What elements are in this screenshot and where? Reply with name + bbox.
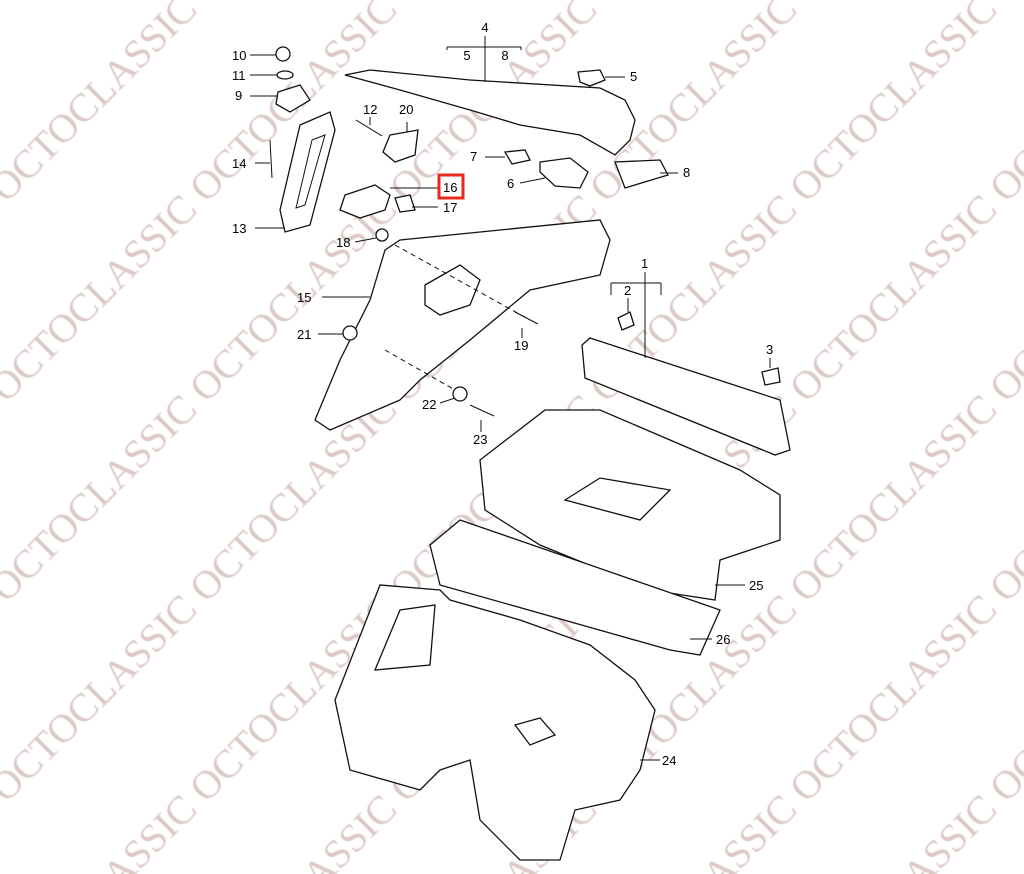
label-2[interactable]: 2 xyxy=(624,283,631,298)
label-13[interactable]: 13 xyxy=(232,221,246,236)
label-10[interactable]: 10 xyxy=(232,48,246,63)
part-19-screw xyxy=(514,311,539,325)
label-5[interactable]: 5 xyxy=(630,69,637,84)
part-7-clip xyxy=(503,149,531,165)
parts-drawing xyxy=(269,46,791,861)
part-labels: 4 5 8 5 7 6 8 10 11 9 12 20 14 13 16 17 … xyxy=(232,20,773,768)
label-15[interactable]: 15 xyxy=(297,290,311,305)
label-21[interactable]: 21 xyxy=(297,327,311,342)
part-16-trim-piece xyxy=(339,184,391,219)
label-11[interactable]: 11 xyxy=(232,68,246,83)
part-20-bracket xyxy=(382,129,419,163)
part-23-screw xyxy=(469,404,495,417)
label-23[interactable]: 23 xyxy=(473,432,487,447)
label-9[interactable]: 9 xyxy=(235,88,242,103)
part-3-clip xyxy=(761,367,781,386)
part-17-clip xyxy=(394,194,416,213)
part-15-side-trim xyxy=(314,219,611,431)
part-1-rear-panel xyxy=(581,337,791,456)
part-9-bracket xyxy=(275,84,311,113)
label-4[interactable]: 4 xyxy=(481,20,488,35)
label-19[interactable]: 19 xyxy=(514,338,528,353)
label-17[interactable]: 17 xyxy=(443,200,457,215)
part-13-pillar-trim xyxy=(279,111,336,233)
label-6[interactable]: 6 xyxy=(507,176,514,191)
label-25[interactable]: 25 xyxy=(749,578,763,593)
part-21-clip xyxy=(342,325,358,341)
label-24[interactable]: 24 xyxy=(662,753,676,768)
label-7[interactable]: 7 xyxy=(470,149,477,164)
leader-lines xyxy=(250,36,771,761)
label-22[interactable]: 22 xyxy=(422,397,436,412)
part-18-grommet xyxy=(375,228,389,242)
label-16[interactable]: 16 xyxy=(443,180,457,195)
part-4-rear-shelf-trim xyxy=(344,69,636,156)
part-2-fastener xyxy=(617,311,635,331)
highlight-box-16 xyxy=(437,173,465,200)
label-1[interactable]: 1 xyxy=(641,256,648,271)
part-22-grommet xyxy=(452,386,468,402)
label-12[interactable]: 12 xyxy=(363,102,377,117)
part-14-screw xyxy=(269,139,273,179)
part-5-clip xyxy=(577,69,606,87)
label-20[interactable]: 20 xyxy=(399,102,413,117)
part-11-washer xyxy=(276,70,294,80)
part-12-screw xyxy=(355,119,383,137)
label-3[interactable]: 3 xyxy=(766,342,773,357)
part-8-vent-grille xyxy=(614,159,669,189)
part-10-nut xyxy=(275,46,291,62)
label-5-sub[interactable]: 5 xyxy=(463,48,470,63)
label-14[interactable]: 14 xyxy=(232,156,246,171)
label-8[interactable]: 8 xyxy=(683,165,690,180)
part-26-cross-trim xyxy=(429,519,721,656)
label-8-sub[interactable]: 8 xyxy=(501,48,508,63)
label-26[interactable]: 26 xyxy=(716,632,730,647)
label-18[interactable]: 18 xyxy=(336,235,350,250)
part-6-cover xyxy=(539,157,589,189)
